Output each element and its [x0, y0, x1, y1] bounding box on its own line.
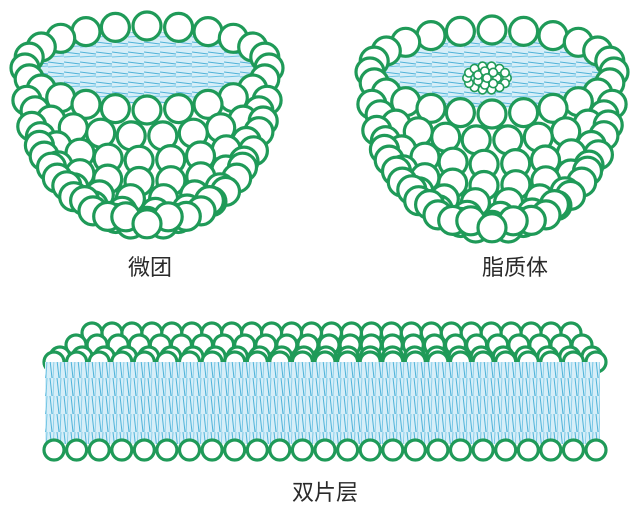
- bilayer-bottom-head: [223, 438, 247, 462]
- bilayer-bottom-head: [64, 438, 89, 462]
- liposome-head: [476, 212, 508, 244]
- micelle-head: [192, 88, 224, 121]
- liposome-head: [507, 96, 540, 129]
- micelle-head: [131, 94, 163, 126]
- micelle-head: [70, 88, 102, 121]
- liposome-head: [537, 92, 569, 125]
- bilayer-bottom-head: [471, 438, 495, 462]
- liposome-head: [415, 92, 447, 125]
- micelle-head: [70, 16, 102, 48]
- bilayer-bottom-head: [290, 438, 314, 462]
- micelle-head: [99, 92, 132, 125]
- liposome-head: [537, 19, 569, 52]
- bilayer-bottom-head: [268, 438, 292, 462]
- bilayer-bottom-head: [245, 438, 269, 462]
- bilayer-bottom-head: [200, 438, 224, 462]
- liposome-label: 脂质体: [482, 256, 548, 281]
- bilayer-bottom-head: [42, 438, 66, 462]
- inner-vesicle-head: [499, 67, 510, 78]
- bilayer-bottom-head: [313, 438, 337, 462]
- liposome-head: [476, 14, 508, 46]
- liposome-inner-vesicle: [461, 61, 512, 95]
- micelle-head: [192, 16, 224, 48]
- bilayer-bottom-head: [381, 438, 405, 462]
- micelle-head: [131, 208, 163, 240]
- liposome-head: [444, 15, 476, 47]
- bilayer-bottom-head: [155, 438, 179, 462]
- liposome-head-groups: [354, 14, 630, 244]
- bilayer: 双片层: [42, 321, 608, 506]
- liposome: 脂质体: [354, 14, 630, 281]
- liposome-head: [415, 19, 447, 52]
- micelle-head: [99, 11, 132, 43]
- bilayer-bottom-head: [448, 438, 473, 462]
- bilayer-bottom-head: [177, 438, 202, 462]
- bilayer-bottom-head: [494, 438, 518, 462]
- micelle-head: [163, 11, 195, 43]
- bilayer-tail-region: [45, 362, 600, 444]
- inner-vesicle-head: [481, 73, 492, 84]
- micelle: 微团: [9, 10, 285, 281]
- liposome-head: [507, 15, 540, 47]
- micelle-head: [131, 10, 163, 42]
- bilayer-bottom-head: [584, 438, 608, 462]
- micelle-core: [39, 32, 255, 104]
- bilayer-bottom-head: [336, 438, 360, 462]
- micelle-head-groups: [9, 10, 285, 240]
- bilayer-bottom-head: [561, 438, 586, 462]
- micelle-label: 微团: [128, 256, 172, 281]
- bilayer-bottom-head: [426, 438, 450, 462]
- bilayer-bottom-head: [358, 438, 382, 462]
- bilayer-bottom-head: [110, 438, 134, 462]
- bilayer-bottom-head: [516, 438, 540, 462]
- liposome-head: [444, 96, 476, 129]
- bilayer-bottom-head: [539, 438, 563, 462]
- bilayer-bottom-head: [403, 438, 427, 462]
- bilayer-bottom-row: [42, 438, 608, 462]
- bilayer-bottom-head: [87, 438, 111, 462]
- liposome-head: [476, 98, 508, 130]
- inner-vesicle-head: [488, 67, 499, 78]
- micelle-head: [163, 92, 195, 125]
- bilayer-label: 双片层: [292, 481, 358, 506]
- bilayer-bottom-head: [132, 438, 156, 462]
